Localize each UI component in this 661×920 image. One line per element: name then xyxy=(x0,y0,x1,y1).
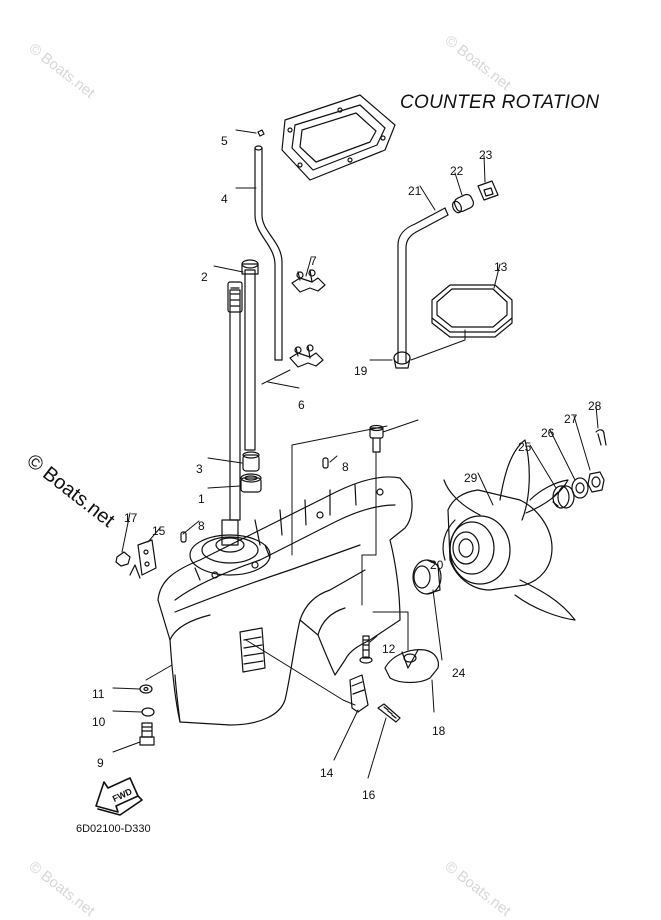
gasket-13 xyxy=(431,284,513,338)
plug-9 xyxy=(139,722,155,746)
upper-plate xyxy=(257,94,396,181)
callout-3: 3 xyxy=(196,462,203,476)
diagram-code: 6D02100-D330 xyxy=(76,823,151,835)
clamp-23 xyxy=(477,180,499,201)
fwd-label: FWD xyxy=(111,786,134,804)
gasket-10 xyxy=(141,707,155,717)
callout-21: 21 xyxy=(408,184,422,198)
callout-10: 10 xyxy=(92,715,106,729)
callout-8: 8 xyxy=(342,460,349,474)
bolt-16 xyxy=(377,703,401,723)
callout-26: 26 xyxy=(541,426,555,440)
propeller-29 xyxy=(442,439,576,621)
callout-18: 18 xyxy=(432,724,446,738)
lower-casing xyxy=(157,476,413,726)
callout-12: 12 xyxy=(382,642,396,656)
callout-15: 15 xyxy=(152,524,166,538)
callout-25: 25 xyxy=(518,440,532,454)
bolt-12 xyxy=(359,635,373,664)
callout-13: 13 xyxy=(494,260,508,274)
callout-4: 4 xyxy=(221,192,228,206)
callout-9: 9 xyxy=(97,756,104,770)
tube-clips xyxy=(289,269,326,368)
callout-29: 29 xyxy=(464,471,478,485)
grommet-22 xyxy=(451,193,475,214)
callout-6: 6 xyxy=(298,398,305,412)
hose-21 xyxy=(393,207,449,369)
water-tube xyxy=(254,145,283,361)
drive-shaft xyxy=(227,259,262,521)
callout-28: 28 xyxy=(588,399,602,413)
plate-15 xyxy=(129,539,157,579)
washer-26 xyxy=(571,477,589,499)
cotter-pin-28 xyxy=(595,429,607,446)
callout-16: 16 xyxy=(362,788,376,802)
callout-11: 11 xyxy=(92,687,105,701)
callout-23: 23 xyxy=(479,148,493,162)
nut-17 xyxy=(115,551,131,567)
callout-7: 7 xyxy=(310,254,317,268)
callout-14: 14 xyxy=(320,766,334,780)
leader-lines xyxy=(112,129,599,779)
diagram-title: COUNTER ROTATION xyxy=(400,92,600,113)
fwd-arrow: FWD xyxy=(95,777,143,816)
callout-27: 27 xyxy=(564,412,578,426)
anode-18 xyxy=(384,649,440,684)
spacer-25 xyxy=(552,485,575,509)
callout-2: 2 xyxy=(201,270,208,284)
callout-22: 22 xyxy=(450,164,464,178)
callout-8: 8 xyxy=(198,519,205,533)
callout-5: 5 xyxy=(221,134,228,148)
nut-27 xyxy=(587,471,605,493)
callout-19: 19 xyxy=(354,364,368,378)
callout-20: 20 xyxy=(430,558,444,572)
callout-24: 24 xyxy=(452,666,466,680)
dowel-pins xyxy=(180,457,329,543)
callout-17: 17 xyxy=(124,511,138,525)
callout-1: 1 xyxy=(198,492,205,506)
anode-14 xyxy=(349,674,369,713)
washer-11 xyxy=(139,684,153,694)
